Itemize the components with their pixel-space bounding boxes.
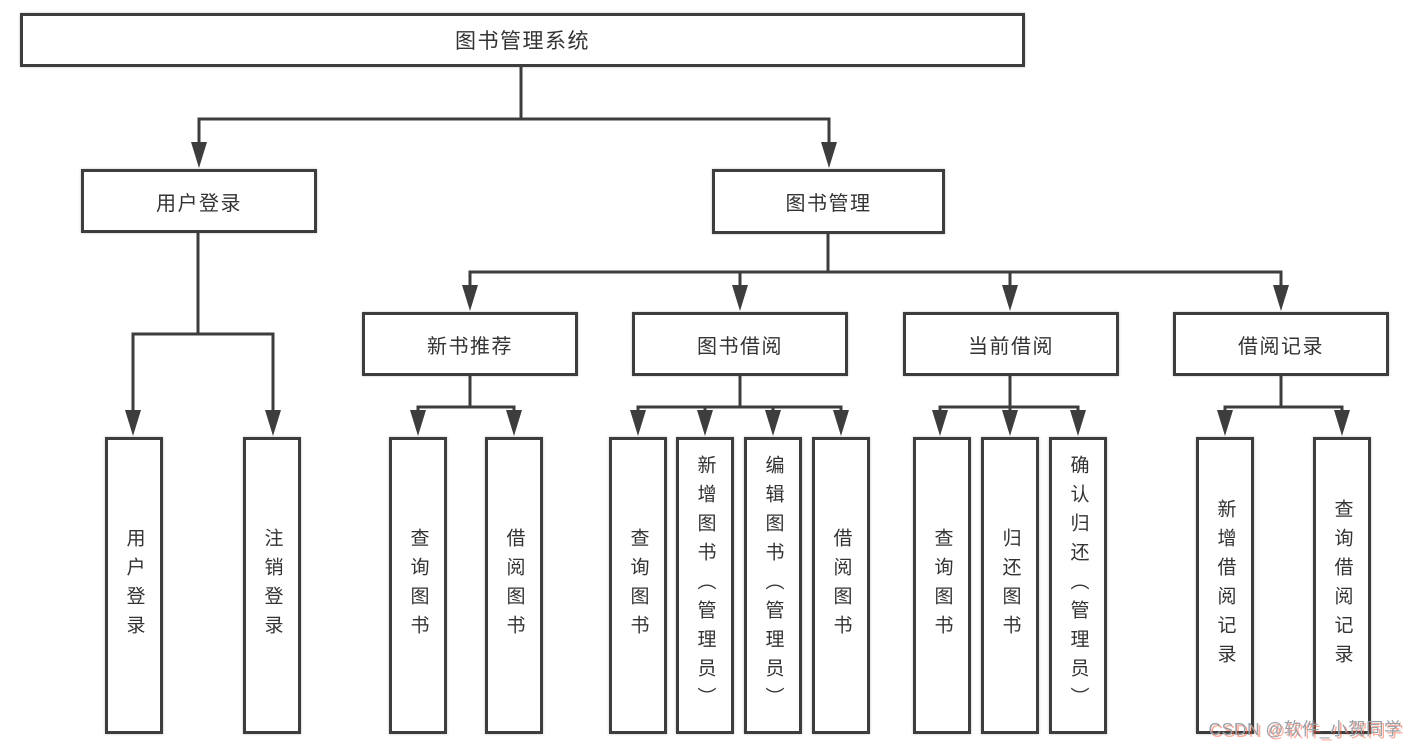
node-leaf-logout: 注销登录 bbox=[243, 437, 301, 734]
node-label: 当前借阅 bbox=[968, 335, 1054, 358]
node-label: 新书推荐 bbox=[427, 335, 513, 358]
watermark-text: CSDN @软件_小贺同学 bbox=[1208, 719, 1402, 739]
node-leaf-user-login: 用户登录 bbox=[105, 437, 163, 734]
node-leaf-query-book-2: 查询图书 bbox=[609, 437, 667, 734]
node-label: 编辑图书（管理员） bbox=[762, 455, 784, 716]
node-label: 图书管理系统 bbox=[455, 30, 590, 53]
node-leaf-return-book: 归还图书 bbox=[981, 437, 1039, 734]
node-label: 新增图书（管理员） bbox=[694, 455, 716, 716]
node-book-borrow: 图书借阅 bbox=[632, 312, 848, 376]
node-label: 归还图书 bbox=[999, 527, 1021, 644]
node-label: 用户登录 bbox=[123, 527, 145, 644]
node-leaf-edit-book: 编辑图书（管理员） bbox=[744, 437, 802, 734]
node-label: 借阅记录 bbox=[1238, 335, 1324, 358]
node-leaf-add-book: 新增图书（管理员） bbox=[676, 437, 734, 734]
node-root: 图书管理系统 bbox=[20, 13, 1025, 67]
node-label: 查询图书 bbox=[407, 527, 429, 644]
node-leaf-query-book-3: 查询图书 bbox=[913, 437, 971, 734]
node-leaf-query-book-1: 查询图书 bbox=[389, 437, 447, 734]
node-label: 图书管理 bbox=[785, 193, 872, 215]
node-borrow-record: 借阅记录 bbox=[1173, 312, 1389, 376]
node-leaf-confirm-return: 确认归还（管理员） bbox=[1049, 437, 1107, 734]
node-label: 查询借阅记录 bbox=[1331, 498, 1353, 673]
node-label: 注销登录 bbox=[261, 527, 283, 644]
node-label: 确认归还（管理员） bbox=[1067, 455, 1089, 716]
node-label: 借阅图书 bbox=[830, 527, 852, 644]
node-label: 新增借阅记录 bbox=[1214, 498, 1236, 673]
node-user-login: 用户登录 bbox=[81, 169, 317, 233]
node-leaf-query-borrow-record: 查询借阅记录 bbox=[1313, 437, 1371, 734]
watermark: CSDN @软件_小贺同学 bbox=[1209, 716, 1402, 741]
node-new-book-rec: 新书推荐 bbox=[362, 312, 578, 376]
node-current-borrow: 当前借阅 bbox=[903, 312, 1119, 376]
node-label: 查询图书 bbox=[627, 527, 649, 644]
node-label: 查询图书 bbox=[931, 527, 953, 644]
node-label: 借阅图书 bbox=[503, 527, 525, 644]
node-book-mgmt: 图书管理 bbox=[712, 169, 945, 234]
node-leaf-add-borrow-record: 新增借阅记录 bbox=[1196, 437, 1254, 734]
node-label: 用户登录 bbox=[156, 192, 242, 215]
node-label: 图书借阅 bbox=[697, 335, 783, 358]
node-leaf-borrow-book-2: 借阅图书 bbox=[812, 437, 870, 734]
node-leaf-borrow-book-1: 借阅图书 bbox=[485, 437, 543, 734]
